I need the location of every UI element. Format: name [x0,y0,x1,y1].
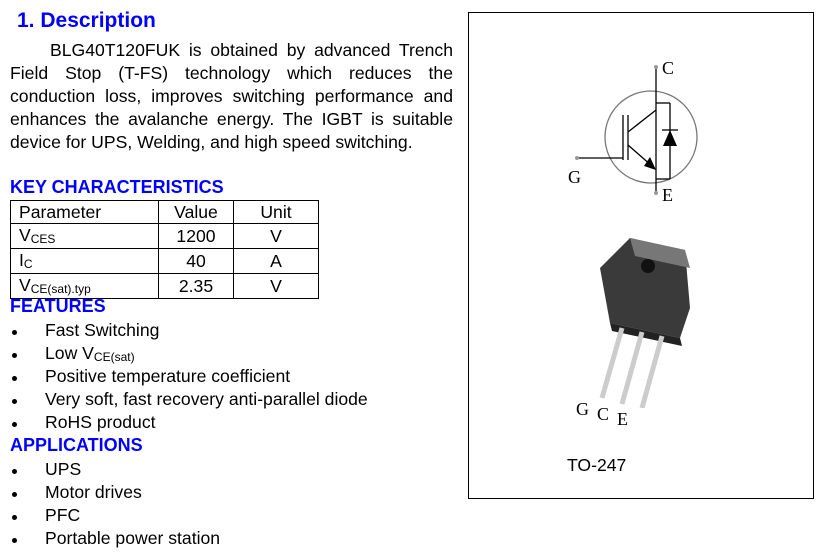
header-cell: Unit [233,200,319,224]
unit-cell: A [233,248,319,274]
section-heading: 1. Description [17,9,156,32]
param-cell: VCES [10,223,159,249]
list-item: RoHS product [10,411,368,434]
list-item: Low VCE(sat) [10,342,368,365]
gate-label: G [568,167,581,187]
value-cell: 1200 [158,223,234,249]
applications-title: APPLICATIONS [10,435,143,455]
collector-label: C [662,58,674,78]
list-item: Fast Switching [10,319,368,342]
pin-label-g: G [576,399,589,419]
description-text: BLG40T120FUK is obtained by advanced Tre… [10,40,453,152]
header-cell: Value [158,200,234,224]
emitter-label: E [662,185,673,205]
to247-package-icon [599,238,690,408]
param-cell: VCE(sat).typ [10,273,159,299]
key-characteristics-title: KEY CHARACTERISTICS [10,177,224,197]
list-item: Motor drives [10,481,220,504]
device-figure-box [468,12,814,499]
igbt-symbol-icon: C E G [568,58,698,205]
list-item: Portable power station [10,527,220,550]
applications-list: UPS Motor drives PFC Portable power stat… [10,458,220,550]
pin-label-e: E [617,409,628,429]
list-item: PFC [10,504,220,527]
header-cell: Parameter [10,200,159,224]
package-name: TO-247 [567,455,627,475]
unit-cell: V [233,273,319,299]
features-title: FEATURES [10,296,106,316]
pin-label-c: C [597,404,610,424]
value-cell: 2.35 [158,273,234,299]
list-item: Very soft, fast recovery anti-parallel d… [10,388,368,411]
list-item: Positive temperature coefficient [10,365,368,388]
value-cell: 40 [158,248,234,274]
features-list: Fast Switching Low VCE(sat) Positive tem… [10,319,368,434]
list-item: UPS [10,458,220,481]
unit-cell: V [233,223,319,249]
param-cell: IC [10,248,159,274]
